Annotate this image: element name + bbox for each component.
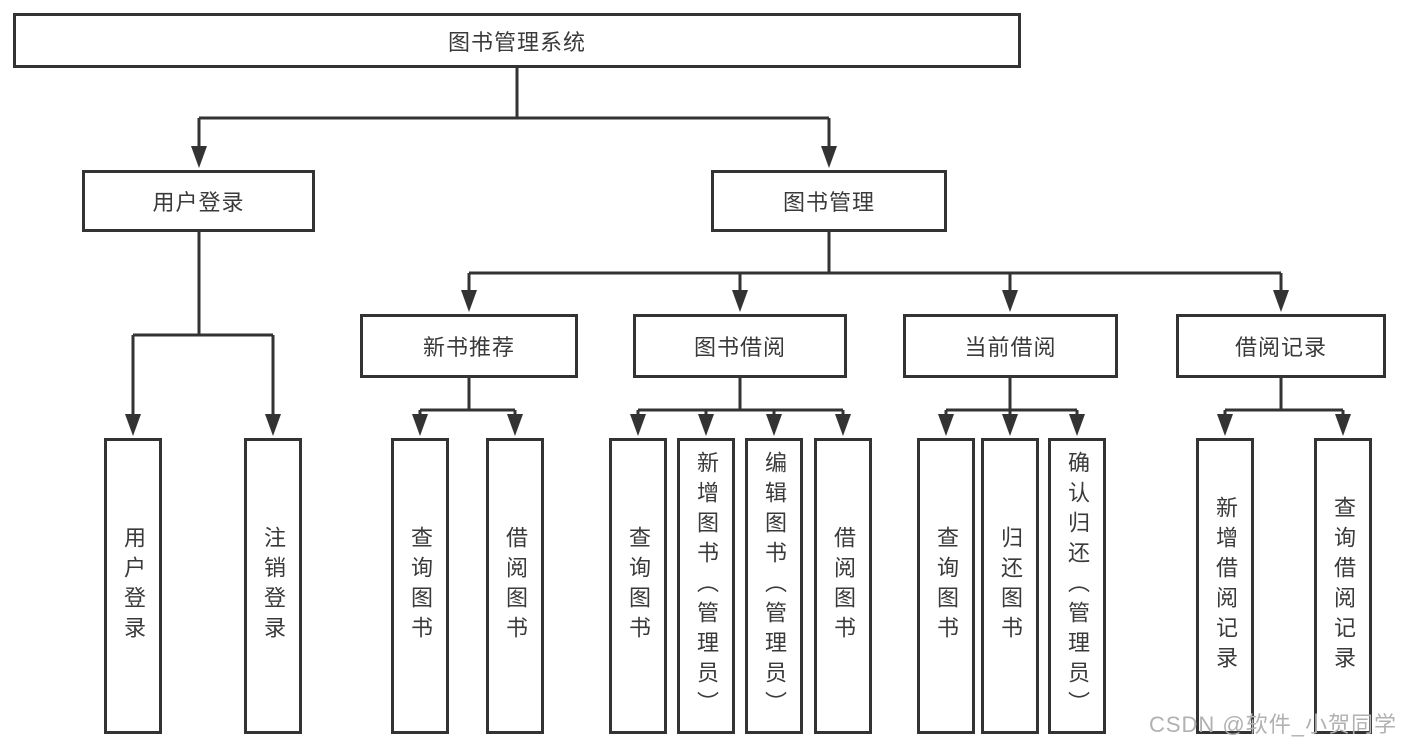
csdn-watermark: CSDN @软件_小贺同学 bbox=[1148, 712, 1397, 737]
leaf-label: 查询图书 bbox=[408, 526, 433, 646]
node-borrowing-records: 借阅记录 bbox=[1176, 314, 1386, 378]
leaf-label: 编辑图书（管理员） bbox=[762, 451, 787, 721]
node-user-login-branch: 用户登录 bbox=[82, 170, 315, 232]
node-book-borrowing: 图书借阅 bbox=[633, 314, 847, 378]
leaf-label: 新增图书（管理员） bbox=[694, 451, 719, 721]
leaf-label: 借阅图书 bbox=[831, 526, 856, 646]
node-new-book-recommendation: 新书推荐 bbox=[360, 314, 578, 378]
leaf-label: 用户登录 bbox=[121, 526, 146, 646]
node-leaf-add-books-admin: 新增图书（管理员） bbox=[677, 438, 735, 734]
node-leaf-query-books-1: 查询图书 bbox=[391, 438, 449, 734]
node-leaf-return-books: 归还图书 bbox=[981, 438, 1039, 734]
node-leaf-query-books-3: 查询图书 bbox=[917, 438, 975, 734]
node-leaf-add-borrow-record: 新增借阅记录 bbox=[1196, 438, 1254, 734]
node-leaf-confirm-return-admin: 确认归还（管理员） bbox=[1048, 438, 1106, 734]
leaf-label: 归还图书 bbox=[998, 526, 1023, 646]
node-leaf-logout: 注销登录 bbox=[244, 438, 302, 734]
node-leaf-query-books-2: 查询图书 bbox=[609, 438, 667, 734]
node-root-system: 图书管理系统 bbox=[13, 13, 1021, 68]
node-leaf-borrow-books-1: 借阅图书 bbox=[486, 438, 544, 734]
node-book-management-branch: 图书管理 bbox=[711, 170, 947, 232]
node-current-borrowing: 当前借阅 bbox=[903, 314, 1118, 378]
node-leaf-borrow-books-2: 借阅图书 bbox=[814, 438, 872, 734]
leaf-label: 查询图书 bbox=[626, 526, 651, 646]
leaf-label: 确认归还（管理员） bbox=[1065, 451, 1090, 721]
node-leaf-query-borrow-record: 查询借阅记录 bbox=[1314, 438, 1372, 734]
leaf-label: 查询借阅记录 bbox=[1331, 496, 1356, 676]
leaf-label: 新增借阅记录 bbox=[1213, 496, 1238, 676]
leaf-label: 注销登录 bbox=[261, 526, 286, 646]
leaf-label: 查询图书 bbox=[934, 526, 959, 646]
node-leaf-edit-books-admin: 编辑图书（管理员） bbox=[745, 438, 803, 734]
leaf-label: 借阅图书 bbox=[503, 526, 528, 646]
node-leaf-user-login: 用户登录 bbox=[104, 438, 162, 734]
